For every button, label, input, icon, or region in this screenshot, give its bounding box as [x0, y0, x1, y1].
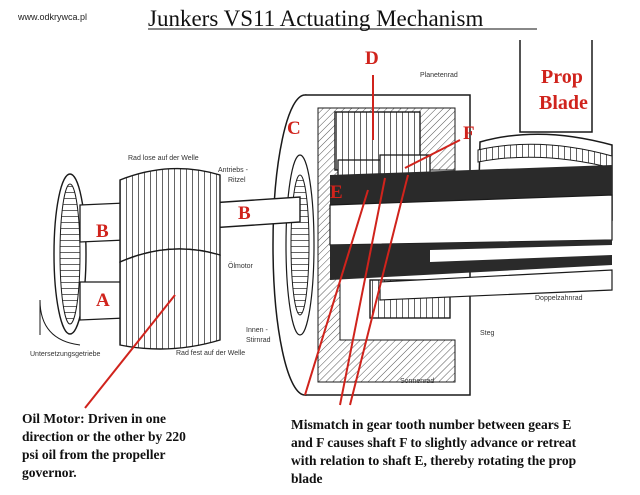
label-b-left: B	[96, 221, 109, 242]
caption-mismatch: Mismatch in gear tooth number between ge…	[291, 417, 577, 486]
label-blade: Blade	[539, 92, 588, 114]
label-d: D	[365, 48, 379, 69]
input-shaft-b	[209, 196, 301, 229]
caption-oil-motor-line: governor.	[22, 465, 77, 480]
label-antriebs: Antriebs -	[218, 167, 249, 174]
label-stirnrad: Stirnrad	[246, 337, 271, 344]
label-e: E	[330, 182, 343, 203]
label-steg: Steg	[480, 330, 495, 337]
label-ritzel: Ritzel	[228, 177, 246, 184]
oil-motor-gears	[39, 167, 221, 350]
label-prop: Prop	[541, 66, 583, 88]
caption-mismatch-line: and F causes shaft F to slightly advance…	[291, 435, 577, 450]
label-rad-fest: Rad fest auf der Welle	[176, 350, 245, 357]
caption-mismatch-line: Mismatch in gear tooth number between ge…	[291, 417, 571, 432]
label-sonnenrad: Sonnenrad	[400, 378, 434, 385]
caption-oil-motor-line: psi oil from the propeller	[22, 447, 166, 462]
caption-mismatch-line: blade	[291, 471, 323, 486]
pointer-e	[304, 189, 369, 396]
caption-oil-motor-line: Oil Motor: Driven in one	[22, 411, 166, 426]
caption-oil-motor-line: direction or the other by 220	[22, 429, 186, 444]
label-c: C	[287, 118, 301, 139]
page-title: Junkers VS11 Actuating Mechanism	[148, 6, 483, 31]
label-planetenrad: Planetenrad	[420, 72, 458, 79]
pointer-mismatch-2	[349, 174, 409, 406]
caption-oil-motor: Oil Motor: Driven in one direction or th…	[22, 411, 186, 480]
label-b-shaft: B	[238, 203, 251, 224]
label-a: A	[96, 290, 110, 311]
label-doppelzahnrad: Doppelzahnrad	[535, 295, 583, 302]
caption-mismatch-line: with relation to shaft E, thereby rotati…	[291, 453, 576, 468]
label-olmotor: Ölmotor	[228, 262, 254, 270]
watermark-text: www.odkrywca.pl	[17, 12, 87, 22]
pointer-f	[404, 139, 461, 169]
label-innen: Innen -	[246, 327, 268, 334]
pointer-mismatch-1	[339, 177, 386, 406]
label-f: F	[463, 123, 475, 144]
label-rad-lose: Rad lose auf der Welle	[128, 155, 199, 162]
main-shafts	[329, 165, 613, 301]
annotation-lines	[84, 75, 461, 409]
label-untersetzung: Untersetzungsgetriebe	[30, 351, 101, 358]
pointer-oil-motor	[84, 294, 176, 409]
